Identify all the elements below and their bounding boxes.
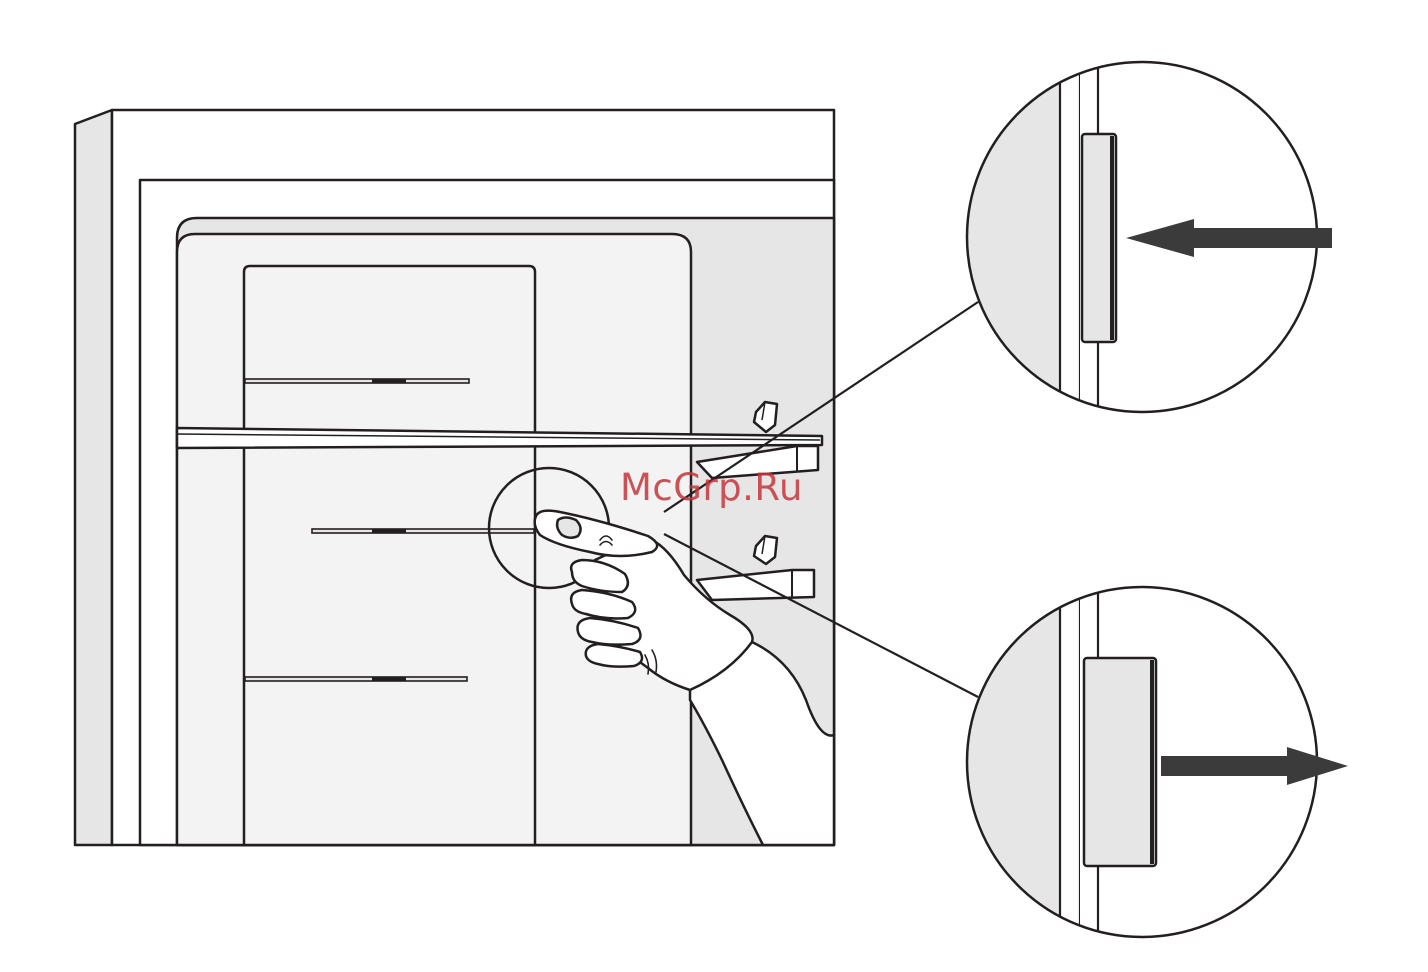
cabinet-side-wall [75,110,112,845]
clip-pulled-out [1084,658,1156,866]
detail-view-pull-out [960,580,1348,950]
shelf-rail-lower [245,677,467,681]
shelf-rail-middle [312,529,534,533]
detail-view-push-in [960,55,1332,425]
interior-liner-panel [244,266,535,845]
shelf-rail-upper [245,379,469,383]
